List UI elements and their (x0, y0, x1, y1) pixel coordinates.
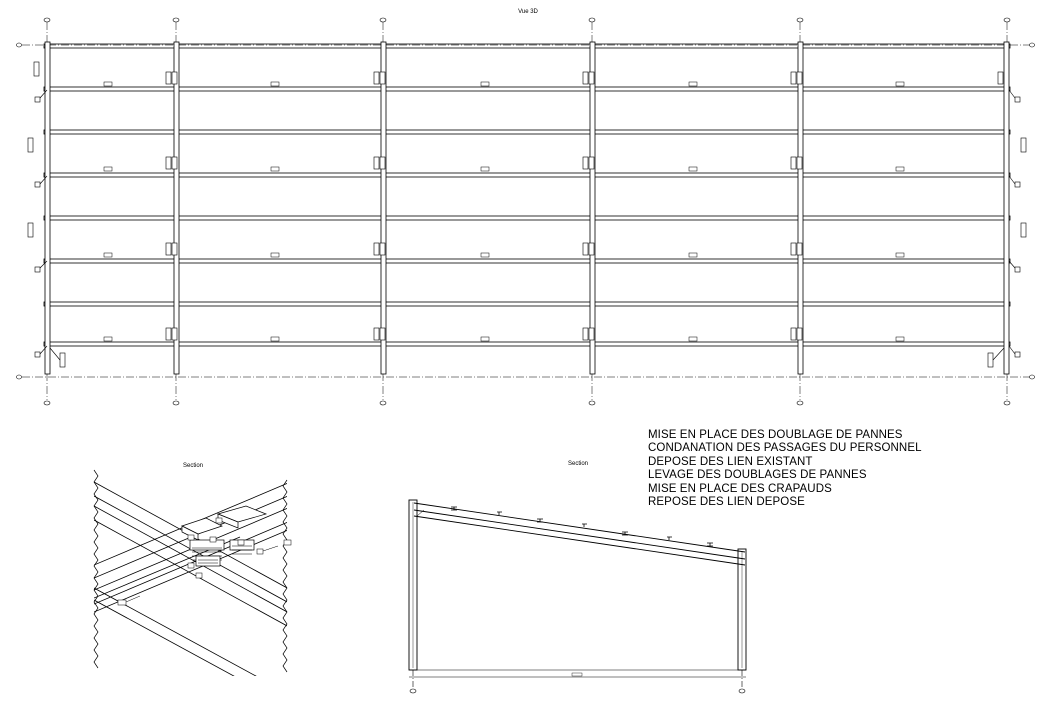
detail-tags (117, 517, 292, 606)
section-ground-dimension (409, 669, 746, 694)
note-item: LEVAGE DES DOUBLAGES DE PANNES (648, 469, 867, 482)
purlins (43, 43, 1011, 347)
plan-view-title: Vue 3D (518, 9, 538, 15)
note-item: DEPOSE DES LIEN EXISTANT (648, 455, 813, 468)
grid-bubbles (16, 17, 1035, 406)
section-purlins (451, 506, 713, 547)
section-column-left (408, 499, 418, 671)
note-item: MISE EN PLACE DES DOUBLAGE DE PANNES (648, 429, 903, 441)
section-rafter (413, 502, 746, 566)
work-sequence-notes: MISE EN PLACE DES DOUBLAGE DE PANNES CON… (648, 429, 922, 509)
detail-purlin (94, 481, 287, 676)
section-column-right (737, 548, 747, 671)
purlin-tags (103, 81, 905, 342)
plan-view: Vue 3D (16, 9, 1035, 406)
break-lines (93, 469, 288, 673)
section-view-title: Section (568, 461, 588, 467)
detail-view-title: Section (183, 463, 203, 469)
note-item: CONDANATION DES PASSAGES DU PERSONNEL (648, 442, 922, 455)
note-item: MISE EN PLACE DES CRAPAUDS (648, 482, 832, 495)
cross-section-view: Section (408, 461, 747, 694)
bracing-links (39, 89, 1016, 361)
rafters (44, 41, 1010, 375)
isometric-detail-view: Section (93, 463, 292, 676)
joint-plates (27, 61, 1027, 368)
note-item: REPOSE DES LIEN DEPOSE (648, 496, 805, 509)
